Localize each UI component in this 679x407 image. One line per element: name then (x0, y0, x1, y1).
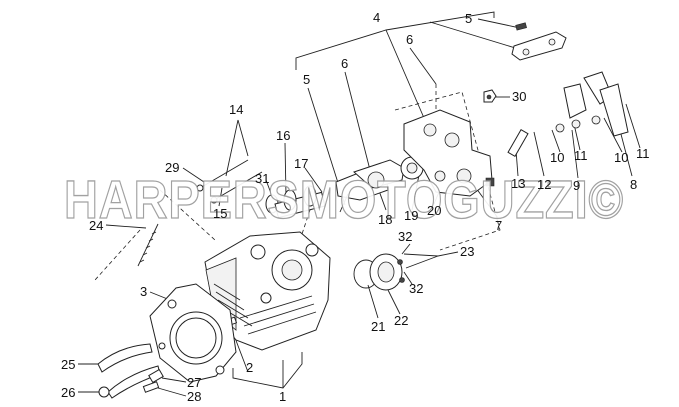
camshaft (265, 185, 326, 219)
callout-28: 28 (187, 389, 201, 404)
adjusters (507, 71, 629, 157)
callout-3: 3 (140, 284, 147, 299)
callout-1: 1 (279, 389, 286, 404)
callout-9: 9 (573, 178, 580, 193)
callout-2: 2 (246, 360, 253, 375)
callout-31: 31 (255, 171, 269, 186)
callout-27: 27 (187, 375, 201, 390)
callout-15: 15 (213, 206, 227, 221)
callout-32: 32 (398, 229, 412, 244)
callout-5: 5 (303, 72, 310, 87)
callout-25: 25 (61, 357, 75, 372)
callout-11: 11 (574, 148, 588, 163)
callout-22: 22 (394, 313, 408, 328)
callout-14: 14 (229, 102, 243, 117)
callout-32: 32 (409, 281, 423, 296)
head-gasket (149, 283, 237, 383)
callout-7: 7 (495, 218, 502, 233)
stud (137, 223, 159, 267)
callout-29: 29 (165, 160, 179, 175)
top-bracket (511, 22, 567, 61)
small-pins (142, 368, 164, 393)
callout-6: 6 (406, 32, 413, 47)
chain-guides (97, 343, 161, 399)
callout-20: 20 (427, 203, 441, 218)
callout-5: 5 (465, 11, 472, 26)
cylinder-head (204, 231, 331, 351)
callout-19: 19 (404, 208, 418, 223)
callout-labels: 1 2 3 4 5 5 6 6 7 8 9 10 10 11 11 12 13 … (61, 10, 650, 404)
callout-8: 8 (630, 177, 637, 192)
callout-10: 10 (550, 150, 564, 165)
head-bolts (196, 159, 263, 204)
small-bolt (483, 89, 497, 103)
callout-24: 24 (89, 218, 103, 233)
cover-and-oring (353, 253, 405, 291)
callout-23: 23 (460, 244, 474, 259)
callout-30: 30 (512, 89, 526, 104)
callout-16: 16 (276, 128, 290, 143)
callout-4: 4 (373, 10, 380, 25)
rocker-support (403, 109, 495, 197)
callout-6: 6 (341, 56, 348, 71)
callout-10: 10 (614, 150, 628, 165)
callout-17: 17 (294, 156, 308, 171)
callout-11: 11 (636, 146, 650, 161)
callout-21: 21 (371, 319, 385, 334)
callout-12: 12 (537, 177, 551, 192)
callout-26: 26 (61, 385, 75, 400)
callout-18: 18 (378, 212, 392, 227)
callout-13: 13 (511, 176, 525, 191)
watermark: HARPERSMOTOGUZZI© (64, 170, 624, 230)
rocker-arms (335, 159, 405, 213)
